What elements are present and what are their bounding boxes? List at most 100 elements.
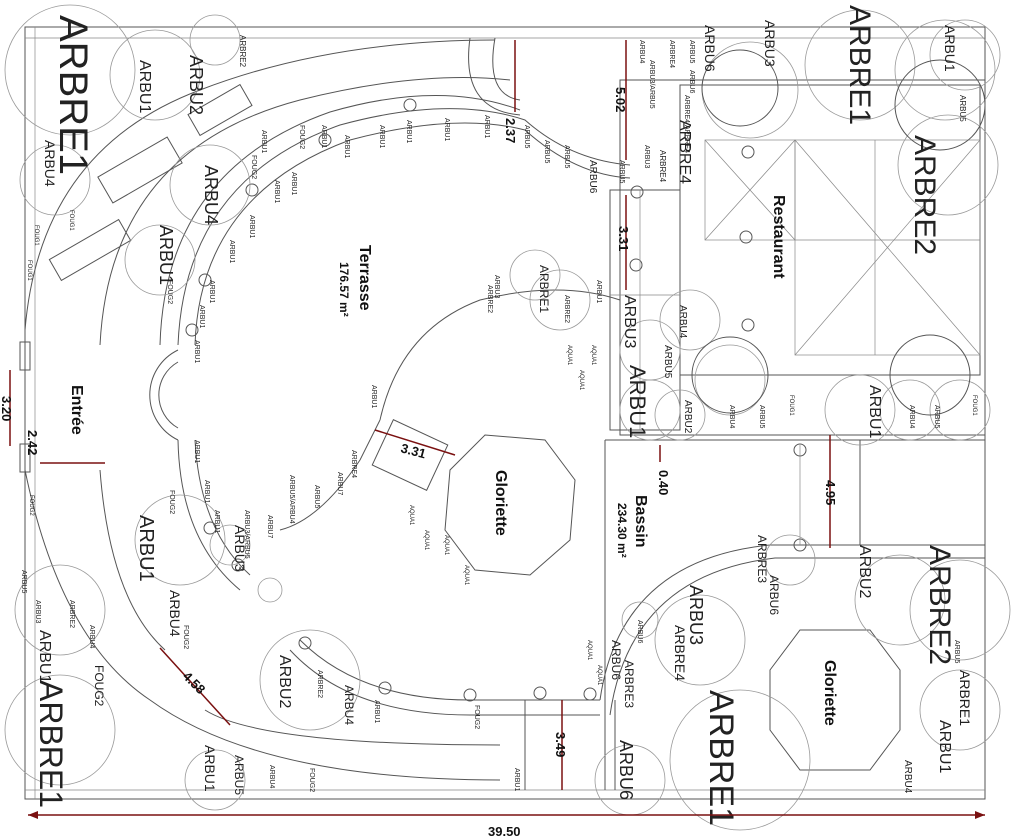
plant-label: FOUG1: [33, 225, 39, 246]
plant-label: ARBRE2: [563, 295, 570, 323]
gloriette-right-octagon: [769, 629, 901, 771]
plant-label: ARBU1: [343, 135, 350, 158]
tree-canopy: [109, 29, 201, 121]
plant-label: ARBU5: [20, 570, 27, 593]
tree-canopy: [14, 564, 106, 656]
dim-2-37: 2.37: [503, 118, 518, 143]
tree-canopy: [854, 554, 946, 646]
dim-3-49: 3.49: [553, 732, 568, 757]
plant-label: ARBU5: [933, 405, 940, 428]
plant-label: ARBU6: [587, 160, 598, 194]
plant-label: ARBRE4: [350, 450, 357, 478]
plant-label: ARBU5: [523, 125, 530, 148]
terrasse-label: Terrasse: [356, 245, 373, 311]
plant-label: ARBU5: [232, 755, 246, 795]
tree-canopy: [659, 289, 721, 351]
plant-label: ARBU4: [342, 685, 356, 725]
dim-4-58: 4.58: [180, 669, 209, 698]
tree-canopy: [894, 19, 996, 121]
plant-label: ARBU5: [618, 160, 625, 183]
plant-label: ARBU3: [493, 275, 500, 298]
plant-label: ARBRE1: [957, 670, 973, 726]
plant-label: ARBU7: [336, 472, 343, 495]
plant-label: ARBU6: [767, 575, 781, 615]
dim-0-40: 0.40: [656, 470, 671, 495]
terrace-pillars: [185, 98, 807, 702]
plant-label: FOUG1: [26, 260, 32, 281]
plant-label: ARBU3/ARBU5: [243, 510, 250, 559]
dim-5-02: 5.02: [613, 87, 628, 112]
plant-label: ARBU1: [443, 118, 450, 141]
plant-label: FOUG2: [28, 495, 34, 516]
tree-canopy: [621, 601, 659, 639]
plant-label: ARBU1: [213, 510, 220, 533]
plant-label: FOUG2: [166, 280, 173, 304]
gloriette-right-label: Gloriette: [821, 660, 838, 726]
plant-label: ARBU5/ARBU4: [288, 475, 295, 524]
gloriette-pathway: [371, 418, 449, 492]
plant-label: ARBU4: [677, 305, 688, 339]
plant-label: ARBU1: [936, 720, 953, 773]
plant-label: FOUG1: [971, 395, 977, 416]
restaurant-building: [609, 79, 986, 436]
tree-canopy: [529, 269, 591, 331]
plant-label: ARBU3: [621, 295, 638, 348]
plant-label: AQUA1: [566, 345, 572, 366]
entree-label: Entrée: [68, 385, 85, 435]
plant-label: ARBU1: [942, 25, 958, 72]
tree-canopy: [669, 689, 811, 831]
tree-trunk: [701, 49, 779, 127]
pillar: [629, 258, 643, 272]
plant-label: ARBRE2: [923, 545, 956, 665]
tree-trunk: [691, 336, 769, 414]
plant-label: ARBU3: [686, 585, 706, 645]
tree-canopy: [879, 379, 941, 441]
pillar: [298, 636, 312, 650]
dim-3-31-mid: 3.31: [399, 440, 427, 461]
tree-canopy: [257, 577, 283, 603]
plant-label: ARBU1: [260, 130, 267, 153]
tree-canopy: [824, 374, 896, 446]
plant-label: ARBRE1: [843, 5, 876, 125]
gloriette-left-label: Gloriette: [492, 470, 509, 536]
terrasse-area: 176.57 m²: [337, 262, 351, 317]
plant-label: FOUG1: [68, 210, 74, 231]
plant-label: ARBRE2: [68, 600, 75, 628]
plant-label: ARBU1: [248, 215, 255, 238]
plant-label: ARBU1: [193, 340, 200, 363]
plant-label: ARBU6: [688, 70, 695, 93]
plant-label: ARBU6: [616, 740, 636, 800]
pillar: [583, 687, 597, 701]
plant-label: ARBU5: [543, 140, 550, 163]
plant-label: ARBU2: [186, 55, 206, 115]
plant-label: ARBU5: [662, 345, 673, 379]
plant-label: ARBU3: [643, 145, 650, 168]
pillar: [378, 681, 392, 695]
plant-label: AQUA1: [596, 665, 602, 686]
plant-label: ARBRE1: [537, 265, 551, 313]
plant-label: ARBU1: [202, 745, 218, 792]
plant-label: ARBRE3: [755, 535, 769, 583]
plant-label: ARBRE4: [658, 150, 667, 183]
plant-label: ARBU3: [762, 20, 778, 67]
restaurant-label: Restaurant: [770, 195, 787, 279]
plant-label: ARBU1: [198, 305, 205, 328]
bassin-area: 234.30 m²: [615, 503, 629, 558]
pillar: [198, 273, 212, 287]
plant-label: ARBU5: [953, 640, 960, 663]
tree-canopy: [4, 4, 136, 136]
pillar: [245, 183, 259, 197]
plant-label: AQUA1: [578, 370, 584, 391]
plant-label: FOUG2: [182, 625, 189, 649]
tree-canopy: [764, 534, 816, 586]
plant-label: ARBU1: [228, 240, 235, 263]
plant-label: FOUG1: [788, 395, 794, 416]
plant-label: ARBU5: [313, 485, 320, 508]
tree-canopy: [509, 249, 561, 301]
plant-label: ARBU5: [758, 405, 765, 428]
tree-canopy: [619, 379, 681, 441]
plant-label: ARBU1: [273, 180, 280, 203]
plant-label: ARBU1: [203, 480, 210, 503]
plant-label: ARBU6: [636, 620, 643, 643]
plant-label: ARBU2: [276, 655, 293, 708]
